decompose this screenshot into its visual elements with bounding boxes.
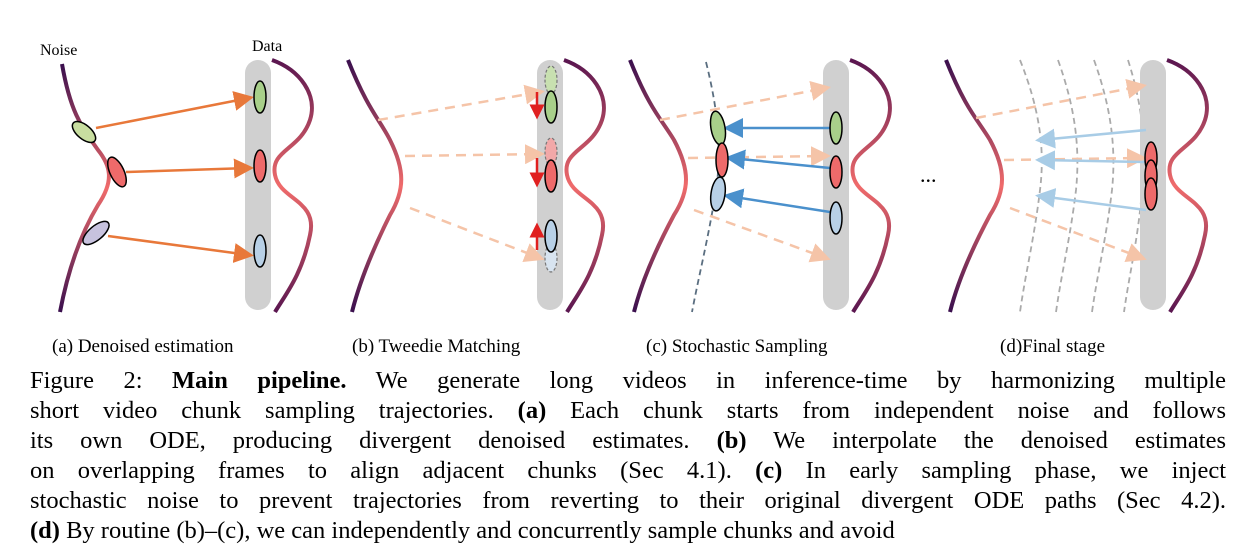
caption-title: Main pipeline. bbox=[172, 367, 347, 394]
arrow-blue bbox=[107, 234, 254, 263]
noise-curve bbox=[346, 59, 404, 313]
data-distribution bbox=[563, 58, 606, 314]
noise-curve bbox=[628, 59, 688, 313]
noise-curve bbox=[58, 63, 111, 313]
noise-label: Noise bbox=[40, 42, 78, 59]
arrow-green bbox=[95, 91, 254, 130]
data-blue bbox=[253, 234, 267, 268]
noise-curve bbox=[944, 59, 1004, 313]
ellipsis: ... bbox=[920, 162, 937, 187]
panel-label-d: (d)Final stage bbox=[1000, 336, 1106, 357]
ode-path bbox=[691, 61, 720, 313]
data-distribution bbox=[271, 58, 314, 314]
caption-line: on overlapping frames to align adjacent … bbox=[30, 457, 1227, 484]
panel-a bbox=[58, 58, 314, 314]
matched-blue bbox=[544, 219, 558, 253]
pipeline-figure: ... bbox=[58, 58, 1209, 314]
data-red bbox=[253, 149, 267, 183]
caption-line: its own ODE, producing divergent denoise… bbox=[30, 427, 1227, 454]
panel-label-a: (a) Denoised estimation bbox=[52, 336, 234, 357]
data-distribution bbox=[1166, 58, 1209, 314]
panel-b bbox=[346, 58, 606, 314]
estimate-red bbox=[106, 156, 128, 188]
matched-green bbox=[544, 90, 558, 124]
panel-d bbox=[944, 58, 1209, 314]
arrow-red bbox=[125, 158, 254, 179]
caption-line: (d) By routine (b)–(c), we can independe… bbox=[30, 517, 895, 544]
panel-c bbox=[628, 58, 892, 314]
panel-label-c: (c) Stochastic Sampling bbox=[646, 336, 828, 357]
stochastic-arrow bbox=[723, 188, 831, 214]
data-distribution bbox=[849, 58, 892, 314]
data-label: Data bbox=[252, 38, 283, 55]
estimate-blue bbox=[82, 220, 110, 246]
caption-line: short video chunk sampling trajectories.… bbox=[30, 397, 1227, 424]
estimate-green bbox=[71, 120, 97, 144]
stochastic-arrow bbox=[725, 149, 831, 170]
caption-line: stochastic noise to prevent trajectories… bbox=[30, 487, 1226, 514]
data-green bbox=[253, 80, 267, 114]
matched-red bbox=[544, 159, 558, 193]
caption-line: Figure 2: Main pipeline. We generate lon… bbox=[30, 367, 1227, 394]
panel-label-b: (b) Tweedie Matching bbox=[352, 336, 521, 357]
figure-caption: Figure 2: Main pipeline. We generate lon… bbox=[30, 366, 1226, 546]
